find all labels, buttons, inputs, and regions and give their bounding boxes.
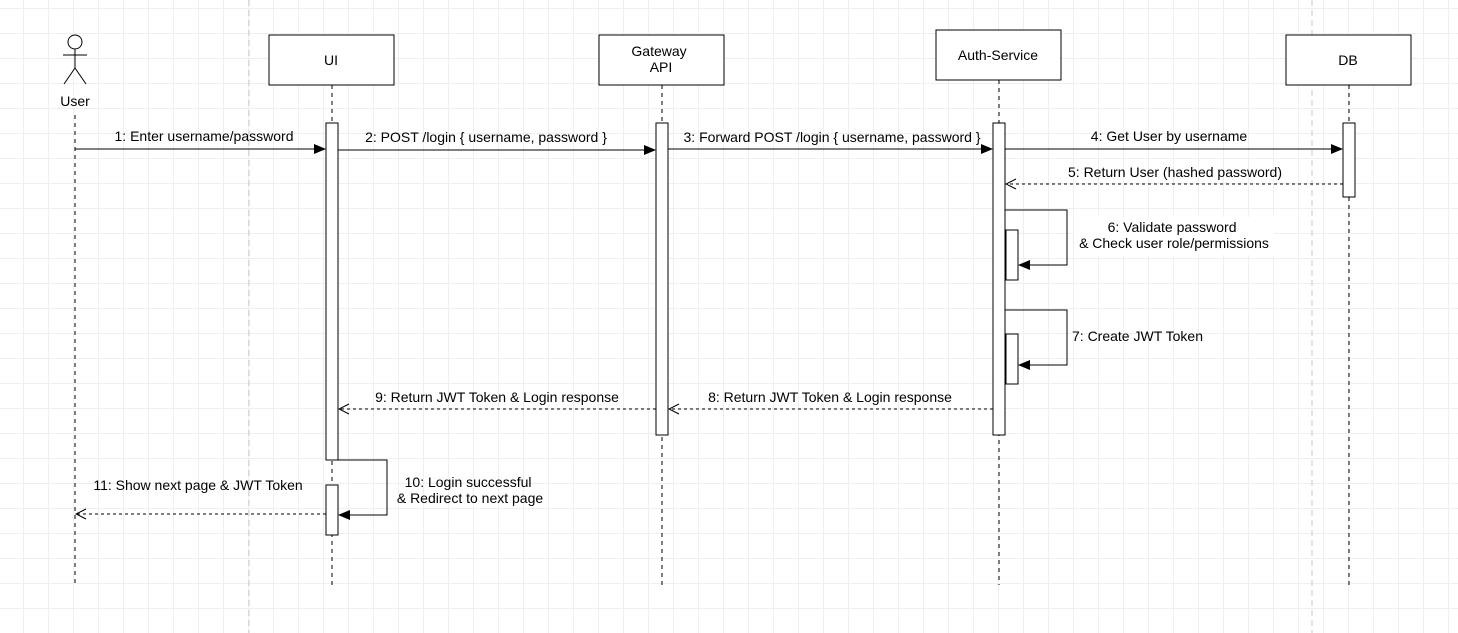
message-9[interactable]: 9: Return JWT Token & Login response bbox=[339, 389, 656, 409]
message-label-1: 1: Enter username/password bbox=[115, 128, 294, 144]
message-11[interactable]: 11: Show next page & JWT Token bbox=[76, 477, 326, 514]
activations bbox=[325, 122, 1356, 536]
message-label-10-line2: & Redirect to next page bbox=[397, 490, 544, 506]
message-1[interactable]: 1: Enter username/password bbox=[75, 128, 326, 154]
message-label-5: 5: Return User (hashed password) bbox=[1068, 164, 1282, 180]
message-3[interactable]: 3: Forward POST /login { username, passw… bbox=[668, 129, 993, 154]
actor-leg-right bbox=[74, 67, 87, 85]
participant-ui[interactable]: UI bbox=[268, 34, 395, 86]
message-4[interactable]: 4: Get User by username bbox=[1005, 128, 1343, 154]
message-label-9: 9: Return JWT Token & Login response bbox=[375, 389, 619, 405]
actor-leg-left bbox=[63, 67, 76, 85]
message-label-2: 2: POST /login { username, password } bbox=[365, 129, 607, 145]
message-label-10-line1: 10: Login successful bbox=[405, 474, 532, 490]
message-label-11: 11: Show next page & JWT Token bbox=[93, 477, 302, 493]
message-2[interactable]: 2: POST /login { username, password } bbox=[338, 129, 656, 155]
activation-ui-self bbox=[325, 484, 339, 536]
participant-label-gateway: Gateway API bbox=[631, 43, 690, 75]
activation-auth-self-1 bbox=[1005, 229, 1019, 281]
message-label-6-bg bbox=[1074, 217, 1274, 255]
message-label-4: 4: Get User by username bbox=[1091, 128, 1248, 144]
participant-db[interactable]: DB bbox=[1285, 34, 1412, 86]
participant-auth-service[interactable]: Auth-Service bbox=[935, 29, 1062, 81]
message-5[interactable]: 5: Return User (hashed password) bbox=[1006, 164, 1343, 184]
message-label-6-line1: 6: Validate password bbox=[1108, 219, 1237, 235]
activation-gateway bbox=[655, 122, 669, 436]
activation-auth-self-2 bbox=[1005, 333, 1019, 385]
message-10[interactable]: 10: Login successful & Redirect to next … bbox=[338, 459, 544, 520]
participant-label-gateway-line1: Gateway bbox=[631, 43, 686, 59]
actor-user[interactable]: User bbox=[60, 34, 90, 109]
message-8[interactable]: 8: Return JWT Token & Login response bbox=[669, 389, 993, 409]
participant-label-db: DB bbox=[1338, 52, 1357, 68]
canvas-guides bbox=[248, 0, 1313, 633]
message-label-6-line2: & Check user role/permissions bbox=[1079, 235, 1269, 251]
participant-label-auth: Auth-Service bbox=[958, 47, 1038, 63]
message-6[interactable]: 6: Validate password & Check user role/p… bbox=[1005, 209, 1274, 270]
participant-label-gateway-line2: API bbox=[650, 59, 673, 75]
participant-gateway[interactable]: Gateway API bbox=[598, 34, 725, 86]
message-7[interactable]: 7: Create JWT Token bbox=[1005, 309, 1203, 370]
message-label-6: 6: Validate password & Check user role/p… bbox=[1079, 219, 1269, 251]
message-label-8: 8: Return JWT Token & Login response bbox=[708, 389, 952, 405]
message-label-7: 7: Create JWT Token bbox=[1072, 328, 1203, 344]
participant-label-ui: UI bbox=[324, 52, 338, 68]
actor-head bbox=[67, 34, 83, 50]
activation-ui-main bbox=[325, 122, 339, 461]
participant-label-user: User bbox=[60, 93, 90, 109]
activation-db bbox=[1342, 122, 1356, 198]
message-label-3: 3: Forward POST /login { username, passw… bbox=[684, 129, 981, 145]
message-label-10: 10: Login successful & Redirect to next … bbox=[397, 474, 544, 506]
activation-auth-main bbox=[992, 122, 1006, 436]
